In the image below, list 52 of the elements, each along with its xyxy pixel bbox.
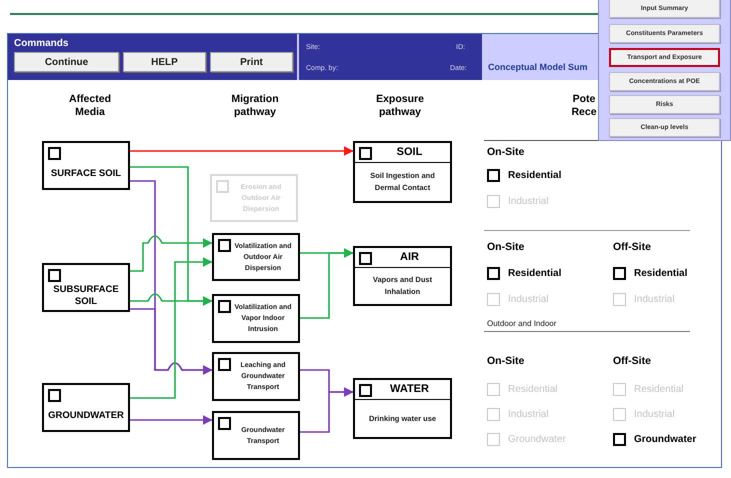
arrow	[130, 235, 213, 272]
pathway-box	[212, 294, 300, 343]
column-heading: Exposure pathway	[375, 93, 425, 119]
option-label: Groundwater	[508, 433, 566, 447]
exposure-box	[353, 378, 452, 439]
arrow	[300, 387, 354, 433]
option-label: Residential	[508, 383, 558, 397]
command-button: HELP	[123, 52, 206, 72]
column-heading: Pote Rece	[570, 93, 598, 119]
column-heading: Migration pathway	[230, 93, 280, 119]
pathway-box	[212, 411, 300, 460]
option-label: Industrial	[508, 195, 549, 209]
section-heading: Off-Site	[613, 240, 651, 255]
option-label: Industrial	[508, 293, 549, 307]
command-button: Continue	[14, 52, 119, 72]
section-heading: On-Site	[487, 354, 524, 369]
node-text: SUBSURFACE SOIL	[52, 284, 120, 308]
media-box	[42, 263, 130, 312]
arrow	[130, 257, 213, 399]
media-box	[42, 141, 130, 190]
node-heading: WATER	[390, 382, 429, 398]
command-button: Print	[210, 52, 293, 72]
panel-title: Commands	[14, 37, 68, 51]
page-title: Conceptual Model Sum	[488, 61, 588, 74]
exposure-box	[353, 141, 452, 203]
option-label: Industrial	[508, 408, 549, 422]
column-heading: Affected Media	[68, 93, 112, 119]
arrow	[300, 248, 354, 319]
arrow	[130, 415, 213, 425]
option-label: Industrial	[634, 408, 675, 422]
arrow	[130, 146, 354, 156]
node-text: GROUNDWATER	[48, 410, 124, 422]
arrow	[130, 293, 213, 306]
section-heading: On-Site	[487, 240, 524, 255]
node-heading: AIR	[400, 250, 419, 266]
pathway-box	[212, 352, 300, 401]
option-label: Industrial	[634, 293, 675, 307]
node-heading: SOIL	[396, 145, 422, 160]
section-heading: Off-Site	[613, 354, 651, 369]
exposure-box	[353, 246, 452, 306]
group-label: Outdoor and Indoor	[487, 318, 556, 330]
node-text: SURFACE SOIL	[50, 168, 122, 180]
option-label: Residential	[634, 267, 688, 281]
option-label: Residential	[508, 169, 562, 183]
media-box	[42, 383, 130, 432]
pathway-box	[210, 174, 298, 222]
pathway-box	[212, 233, 300, 281]
section-heading: On-Site	[487, 145, 524, 160]
arrow	[130, 308, 213, 375]
option-label: Residential	[634, 383, 684, 397]
option-label: Groundwater	[634, 433, 696, 447]
option-label: Residential	[508, 267, 562, 281]
